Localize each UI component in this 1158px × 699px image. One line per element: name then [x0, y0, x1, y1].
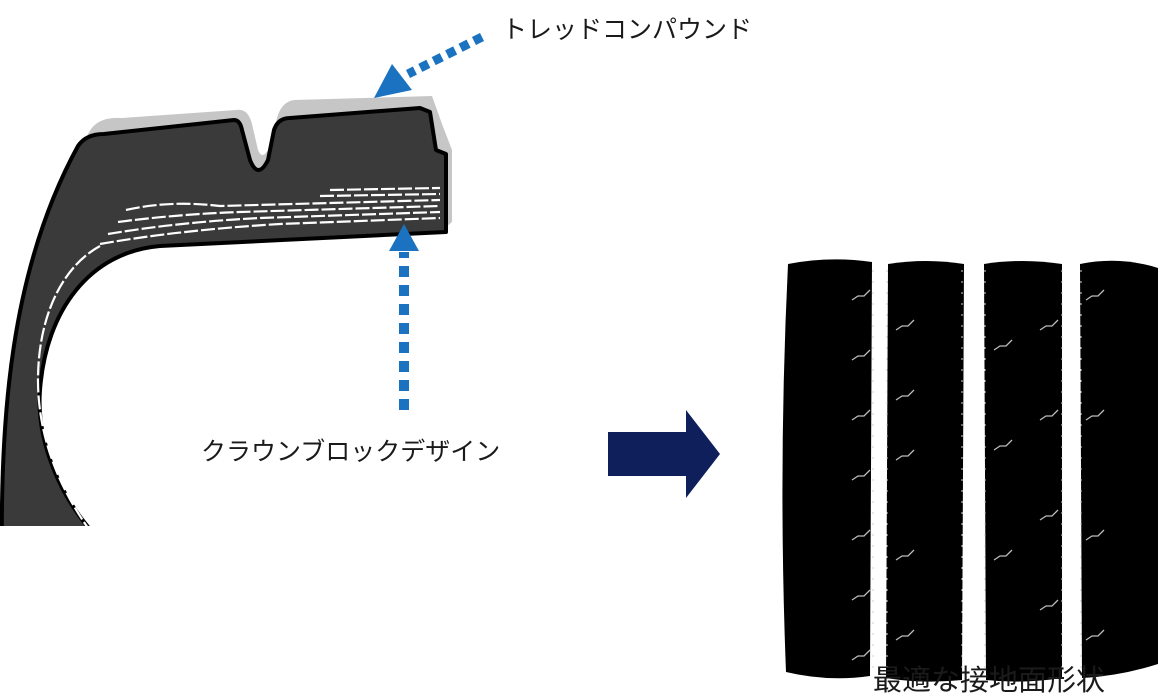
crown-pointer-head — [389, 224, 419, 251]
tire-body — [0, 106, 448, 526]
footprint-rib — [984, 261, 1062, 682]
groove-edge-flecks — [872, 270, 1082, 672]
tread-compound-pointer — [374, 32, 485, 98]
dotted-arrow-icon — [405, 32, 485, 79]
footprint-rib — [1080, 260, 1158, 678]
tread-pointer-head — [374, 64, 412, 98]
footprint-rib — [782, 259, 872, 679]
footprint-sipes — [851, 289, 1105, 661]
belt-layers — [36, 186, 441, 526]
footprint-rib — [886, 261, 964, 682]
tire-cross-section — [0, 96, 452, 526]
right-arrow-icon — [608, 410, 720, 498]
tire-footprint — [782, 259, 1158, 682]
tread-compound-label: トレッドコンパウンド — [502, 15, 753, 44]
crown-block-design-label: クラウンブロックデザイン — [201, 437, 501, 466]
optimal-contact-shape-label: 最適な接地面形状 — [873, 663, 1106, 697]
crown-block-pointer — [389, 224, 419, 410]
